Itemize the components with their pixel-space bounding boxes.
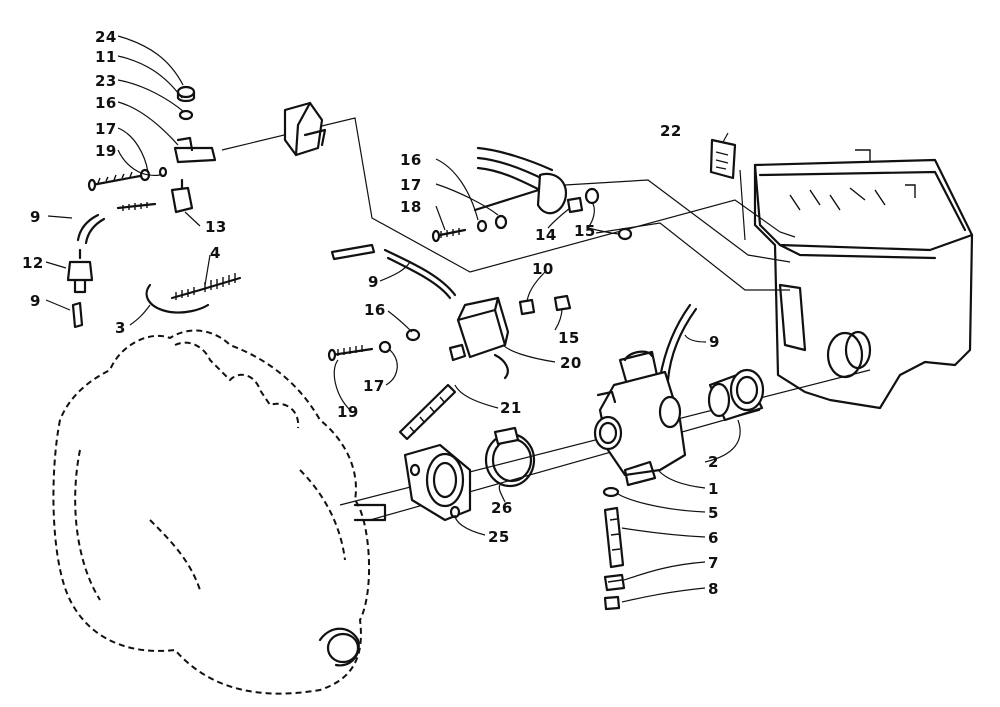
callout-5: 5 [708,504,719,522]
callout-14: 14 [535,226,557,244]
callout-19: 19 [95,142,117,160]
callout-13: 13 [205,218,227,236]
pump-screw-part [431,214,508,243]
fuel-line-9d-part [658,303,698,382]
callout-9: 9 [709,333,720,351]
small-washer-part [139,166,168,182]
callout-3: 3 [115,319,126,337]
fitting-part [170,178,194,214]
pump-fasteners-part [327,328,421,362]
callout-1: 1 [708,480,719,498]
hose-short-part [76,213,106,245]
callout-23: 23 [95,72,117,90]
callout-24: 24 [95,28,117,46]
washer-part [178,109,194,121]
callout-17: 17 [363,377,385,395]
callout-9: 9 [30,208,41,226]
callout-21: 21 [500,399,522,417]
callout-2: 2 [708,453,719,471]
spacer-10-part [518,294,572,316]
callout-4: 4 [210,244,221,262]
callout-26: 26 [491,499,513,517]
fuel-filter-part [66,248,94,294]
spring-part [170,273,242,300]
callout-20: 20 [560,354,582,372]
callout-10: 10 [532,260,554,278]
callout-9: 9 [30,292,41,310]
callout-18: 18 [400,198,422,216]
callout-16: 16 [364,301,386,319]
screw-part [87,171,142,192]
callout-6: 6 [708,529,719,547]
callout-16: 16 [400,151,422,169]
callout-9: 9 [368,273,379,291]
callouts: 24 11 23 16 17 19 9 13 12 9 4 3 16 17 18… [22,28,720,598]
throttle-block-part [283,101,327,157]
callout-19: 19 [337,403,359,421]
engine-block [52,329,387,695]
decal-part [709,138,737,180]
callout-15: 15 [574,222,596,240]
clip-ring-part [145,283,210,314]
bracket-part [173,136,217,164]
hose-tiny-part [71,301,84,329]
fuel-hose-spring-part [116,202,157,211]
fuel-pump-part [448,296,510,380]
vent-hose-part [330,243,457,300]
callout-8: 8 [708,580,719,598]
callout-17: 17 [400,176,422,194]
hose-clamp-part [484,426,536,488]
air-intake-boot-part [707,368,765,422]
callout-12: 12 [22,254,44,272]
callout-15: 15 [558,329,580,347]
callout-25: 25 [488,528,510,546]
intake-flange-part [403,443,472,522]
airbox-housing [753,149,974,410]
callout-7: 7 [708,554,719,572]
callout-16: 16 [95,94,117,112]
pulse-hose-part [398,383,457,441]
cable-routing [221,117,796,291]
float-bowl-parts [602,486,626,611]
leader-lines [45,35,741,603]
pump-wires-part [473,146,568,215]
callout-11: 11 [95,48,117,66]
callout-22: 22 [660,122,682,140]
nut-part [176,85,196,103]
carburetor-part [339,350,871,521]
callout-17: 17 [95,120,117,138]
